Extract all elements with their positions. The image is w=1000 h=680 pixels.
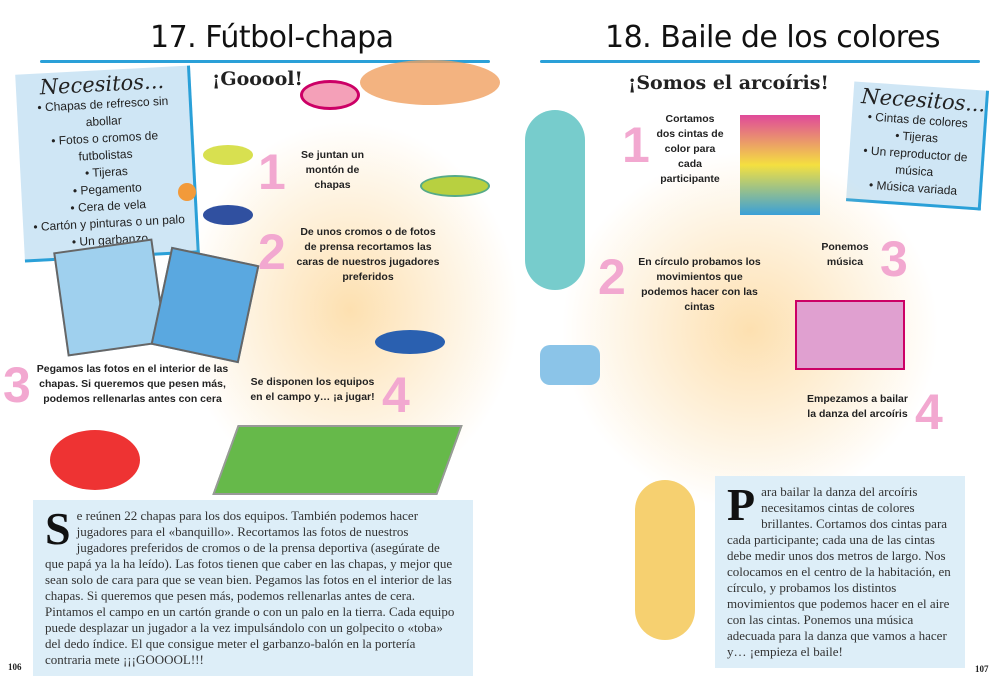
football-field-illustration — [212, 425, 463, 495]
dancing-kid-illustration — [525, 110, 585, 290]
step-number: 2 — [598, 249, 626, 305]
drop-cap: P — [727, 479, 756, 530]
left-subtitle: ¡Gooool! — [212, 68, 303, 90]
drop-cap: S — [45, 503, 71, 554]
music-player-illustration — [795, 300, 905, 370]
left-needs-box: Necesitos... Chapas de refresco sin abol… — [15, 65, 200, 263]
step-caption: Empezamos a bailar la danza del arcoíris — [807, 393, 908, 420]
step-caption: Se disponen los equipos en el campo y… ¡… — [250, 376, 375, 403]
step-caption: Pegamos las fotos en el interior de las … — [36, 363, 229, 405]
step-number: 4 — [382, 367, 410, 423]
step-caption: En círculo probamos los movimientos que … — [638, 256, 761, 313]
kid-illustration — [50, 430, 140, 490]
kid-with-ribbon-illustration — [635, 480, 695, 640]
chickpea-illustration — [178, 183, 196, 201]
bottle-cap-illustration — [203, 205, 253, 225]
bottle-cap-illustration — [375, 330, 445, 354]
body-paragraph: e reúnen 22 chapas para los dos equipos.… — [45, 508, 455, 667]
right-page-title: 18. Baile de los colores — [605, 20, 941, 55]
player-photo-illustration — [53, 238, 167, 357]
title-underline — [40, 60, 490, 63]
bottle-cap-illustration — [203, 145, 253, 165]
bottle-cap-illustration — [420, 175, 490, 197]
title-underline — [540, 60, 980, 63]
left-page-title: 17. Fútbol-chapa — [150, 20, 394, 55]
page-number: 107 — [975, 664, 989, 674]
right-subtitle: ¡Somos el arcoíris! — [628, 72, 829, 94]
step-number: 2 — [258, 224, 286, 280]
page-number: 106 — [8, 662, 22, 672]
bottle-cap-illustration — [300, 80, 360, 110]
step-caption: De unos cromos o de fotos de prensa reco… — [296, 226, 440, 283]
step-number: 1 — [258, 144, 286, 200]
ribbon-spools-illustration — [740, 115, 820, 215]
bottle-caps-pile-illustration — [360, 60, 500, 105]
body-paragraph: ara bailar la danza del arcoíris necesit… — [727, 484, 951, 659]
step-number: 1 — [622, 117, 650, 173]
step-caption: Cortamos dos cintas de color para cada p… — [656, 113, 724, 185]
step-caption: Ponemos música — [821, 241, 869, 268]
step-number: 3 — [3, 357, 31, 413]
step-number: 4 — [915, 384, 943, 440]
hand-illustration — [540, 345, 600, 385]
step-number: 3 — [880, 231, 908, 287]
step-caption: Se juntan un montón de chapas — [301, 149, 364, 191]
